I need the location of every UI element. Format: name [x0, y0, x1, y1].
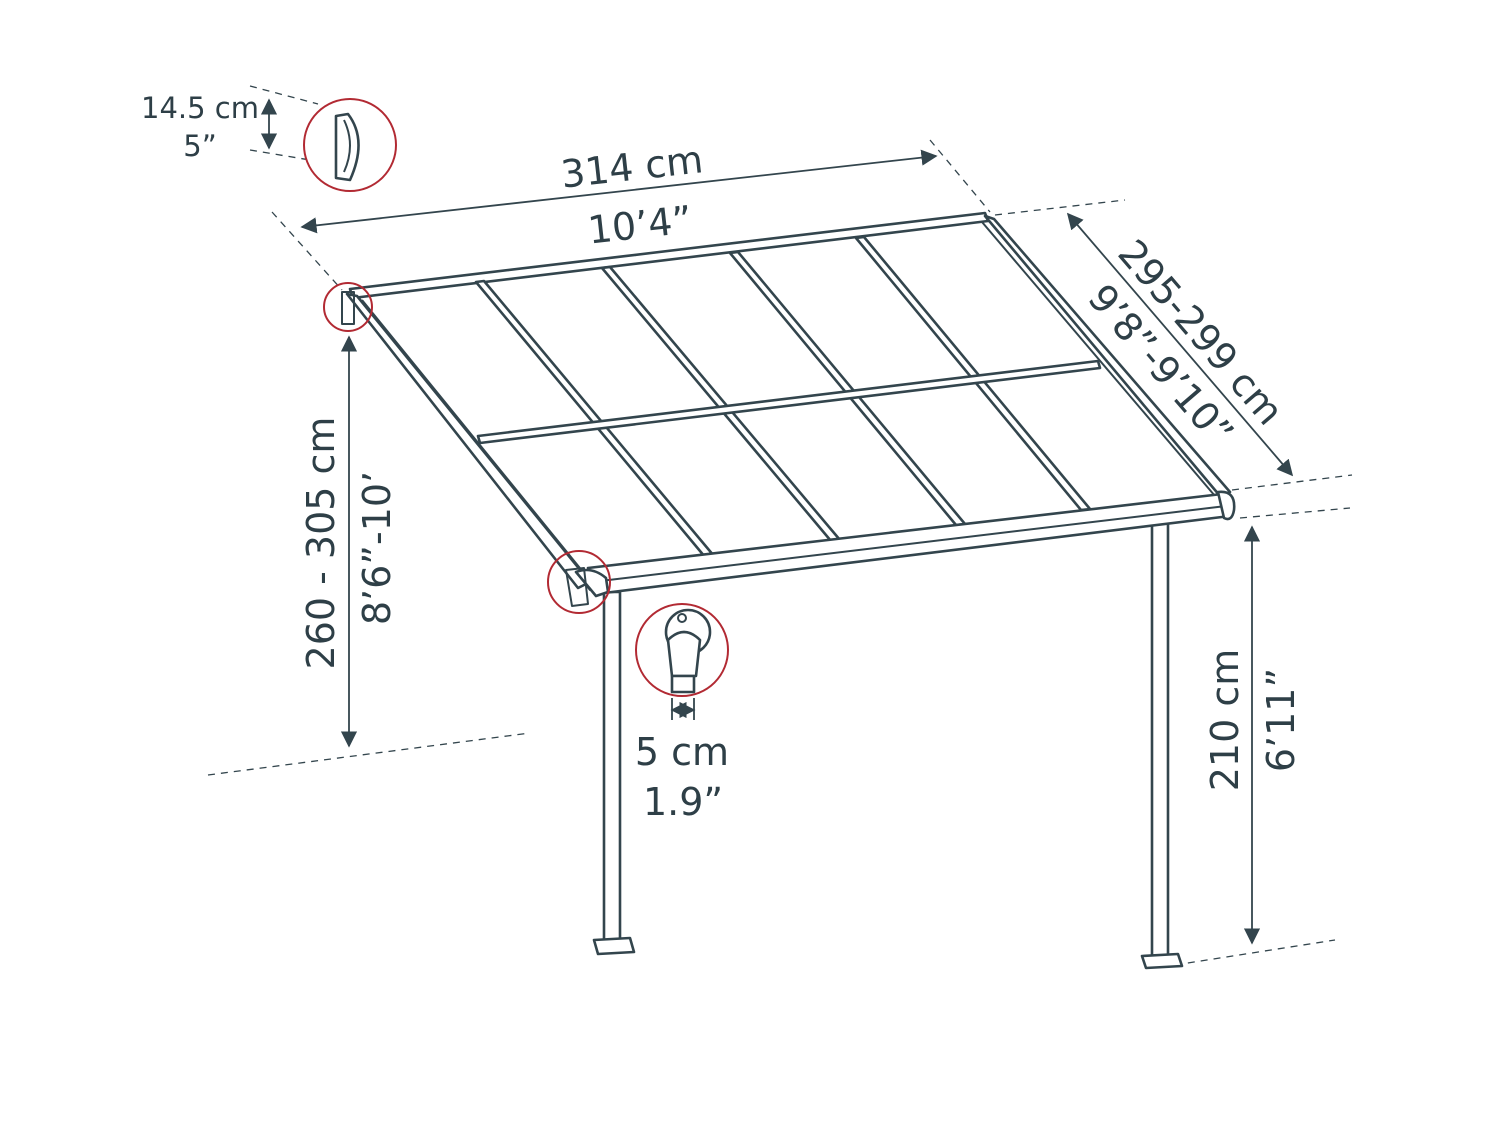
wall-height-imperial-label: 8’6”-10’ — [355, 471, 399, 625]
wall-height-metric-label: 260 - 305 cm — [299, 417, 343, 670]
callout-wall-corner — [323, 282, 373, 332]
bracket-metric-label: 14.5 cm — [141, 91, 259, 125]
dimension-labels: 314 cm 10’4” 295-299 cm 9’8”-9’10” 260 -… — [141, 91, 1303, 824]
post-width-imperial-label: 1.9” — [643, 780, 723, 824]
bracket-imperial-label: 5” — [183, 129, 216, 163]
front-left-post — [592, 590, 636, 956]
front-height-metric-label: 210 cm — [1203, 649, 1247, 792]
dimension-arrows — [260, 98, 1294, 945]
roof — [345, 211, 1236, 598]
front-height-imperial-label: 6’11” — [1259, 668, 1303, 772]
post-width-metric-label: 5 cm — [635, 730, 729, 774]
callout-post-connector — [635, 603, 729, 697]
extension-lines — [207, 85, 1353, 966]
width-imperial-label: 10’4” — [586, 197, 694, 252]
front-right-post — [1140, 518, 1184, 970]
callout-gutter-corner — [547, 550, 611, 614]
width-metric-label: 314 cm — [559, 137, 705, 196]
callout-top-bracket — [303, 98, 397, 192]
